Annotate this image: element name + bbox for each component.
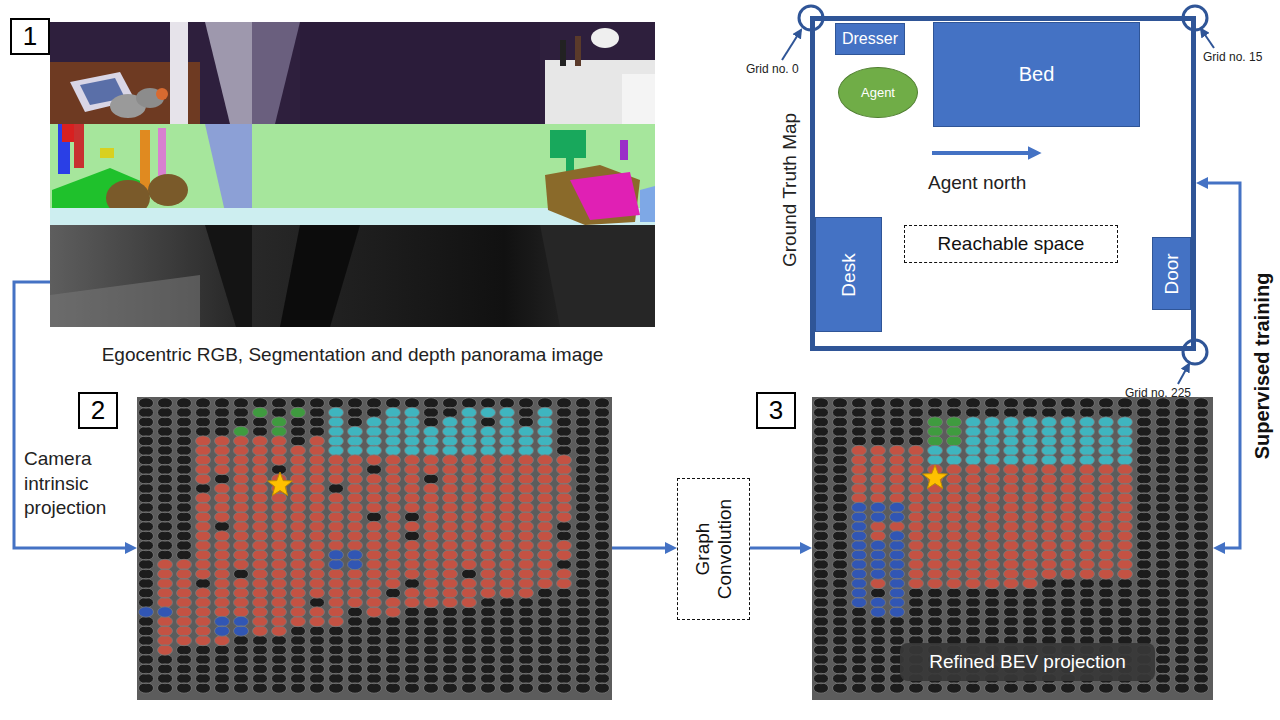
projection-panel: 2 (137, 397, 612, 700)
panel-caption: Egocentric RGB, Segmentation and depth p… (50, 344, 655, 366)
projection-grid-cells (139, 550, 363, 636)
panel-number: 1 (10, 18, 50, 55)
panel-number: 3 (756, 392, 796, 429)
flow-arrow (612, 547, 671, 550)
map-decorations (782, 6, 1214, 384)
flow-arrow (750, 547, 806, 550)
refined-grid-cells (928, 417, 962, 446)
node-text: Reachable space (938, 233, 1085, 255)
edge-label: Supervised training (1251, 273, 1274, 460)
bed-box: Bed (933, 22, 1140, 127)
refined-grid-ground (812, 397, 1213, 700)
annotation-label: Grid no. 15 (1203, 50, 1262, 64)
node-text: Desk (838, 253, 860, 296)
position-star (923, 465, 948, 489)
node-text: Agent (861, 85, 895, 100)
grid-dots (137, 397, 1213, 700)
refined-bev-box: Refined BEV projection (900, 643, 1155, 681)
depth-strip (50, 225, 655, 327)
panorama-panel: 1Egocentric RGB, Segmentation and depth … (50, 22, 655, 327)
node-text: Dresser (842, 30, 898, 48)
projection-grid-cells (234, 407, 306, 436)
node-text: Door (1161, 253, 1183, 294)
desk-box: Desk (815, 217, 882, 332)
panel-number: 2 (78, 392, 118, 429)
node-text: Bed (1019, 63, 1055, 86)
annotation-label: Grid no. 225 (1125, 386, 1191, 400)
refined-grid-cells (928, 417, 1133, 465)
refined-grid-cells (852, 502, 905, 617)
map-title: Ground Truth Map (779, 113, 801, 267)
node-text: Refined BEV projection (929, 651, 1125, 673)
dresser-box: Dresser (835, 23, 905, 55)
projection-grid-ground (137, 397, 612, 700)
projection-grid-cells (329, 407, 553, 455)
door-box: Door (1152, 237, 1191, 310)
position-star (268, 472, 293, 496)
projection-grid-cells (139, 398, 610, 693)
segmentation-strip (50, 124, 655, 225)
reachable-space-box: Reachable space (904, 225, 1118, 263)
refined-grid-cells (814, 398, 1209, 693)
annotation-label: Grid no. 0 (746, 62, 799, 76)
annotation-label: Agent north (928, 172, 1026, 194)
graph-convolution-box: Graph Convolution (677, 478, 750, 620)
node-text: Graph Convolution (692, 484, 736, 614)
rgb-strip (50, 22, 655, 124)
agent-ellipse: Agent (838, 67, 918, 118)
edge-label: Camera intrinsic projection (24, 447, 134, 521)
flow-arrow (1202, 183, 1240, 548)
refined-panel: 3Refined BEV projection (812, 397, 1213, 700)
